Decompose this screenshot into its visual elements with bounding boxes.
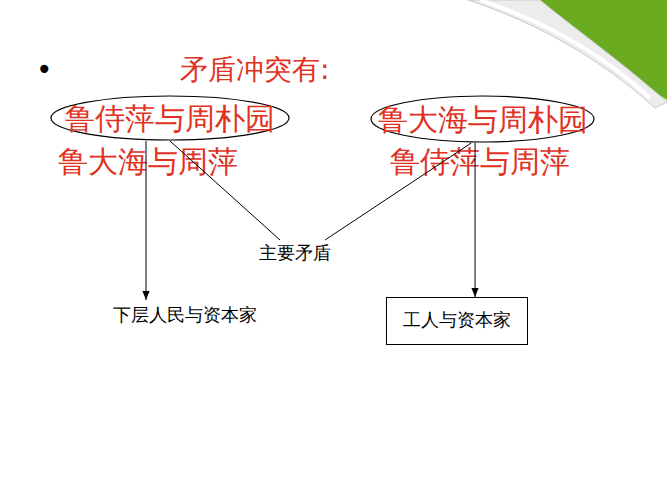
connector [325,143,471,240]
bullet: • [36,55,53,86]
ellipse-outline [371,96,594,142]
node-text: 下层人民与资本家 [113,306,257,326]
curl-highlight [480,0,650,98]
connector [170,141,280,240]
conflict-text: 鲁大海与周萍 [58,145,238,178]
page-curl [468,0,667,108]
conflict-text: 鲁侍萍与周萍 [390,145,570,178]
connector [146,141,147,300]
node-text: 鲁侍萍与周朴园 [65,102,275,135]
connector [475,143,476,297]
slide-title: 矛盾冲突有: [180,55,329,86]
main-conflict-label: 主要矛盾 [245,240,345,268]
node-text: 主要矛盾 [259,244,331,264]
class-conflict-box: 工人与资本家 [386,297,528,345]
conflict-ellipse: 鲁大海与周朴园 [370,95,595,143]
ellipse-outline [51,96,289,140]
conflict-ellipse: 鲁侍萍与周朴园 [50,95,290,141]
node-text: 工人与资本家 [403,311,511,331]
class-conflict-label: 下层人民与资本家 [85,300,285,332]
node-text: 鲁大海与周朴园 [378,103,588,136]
